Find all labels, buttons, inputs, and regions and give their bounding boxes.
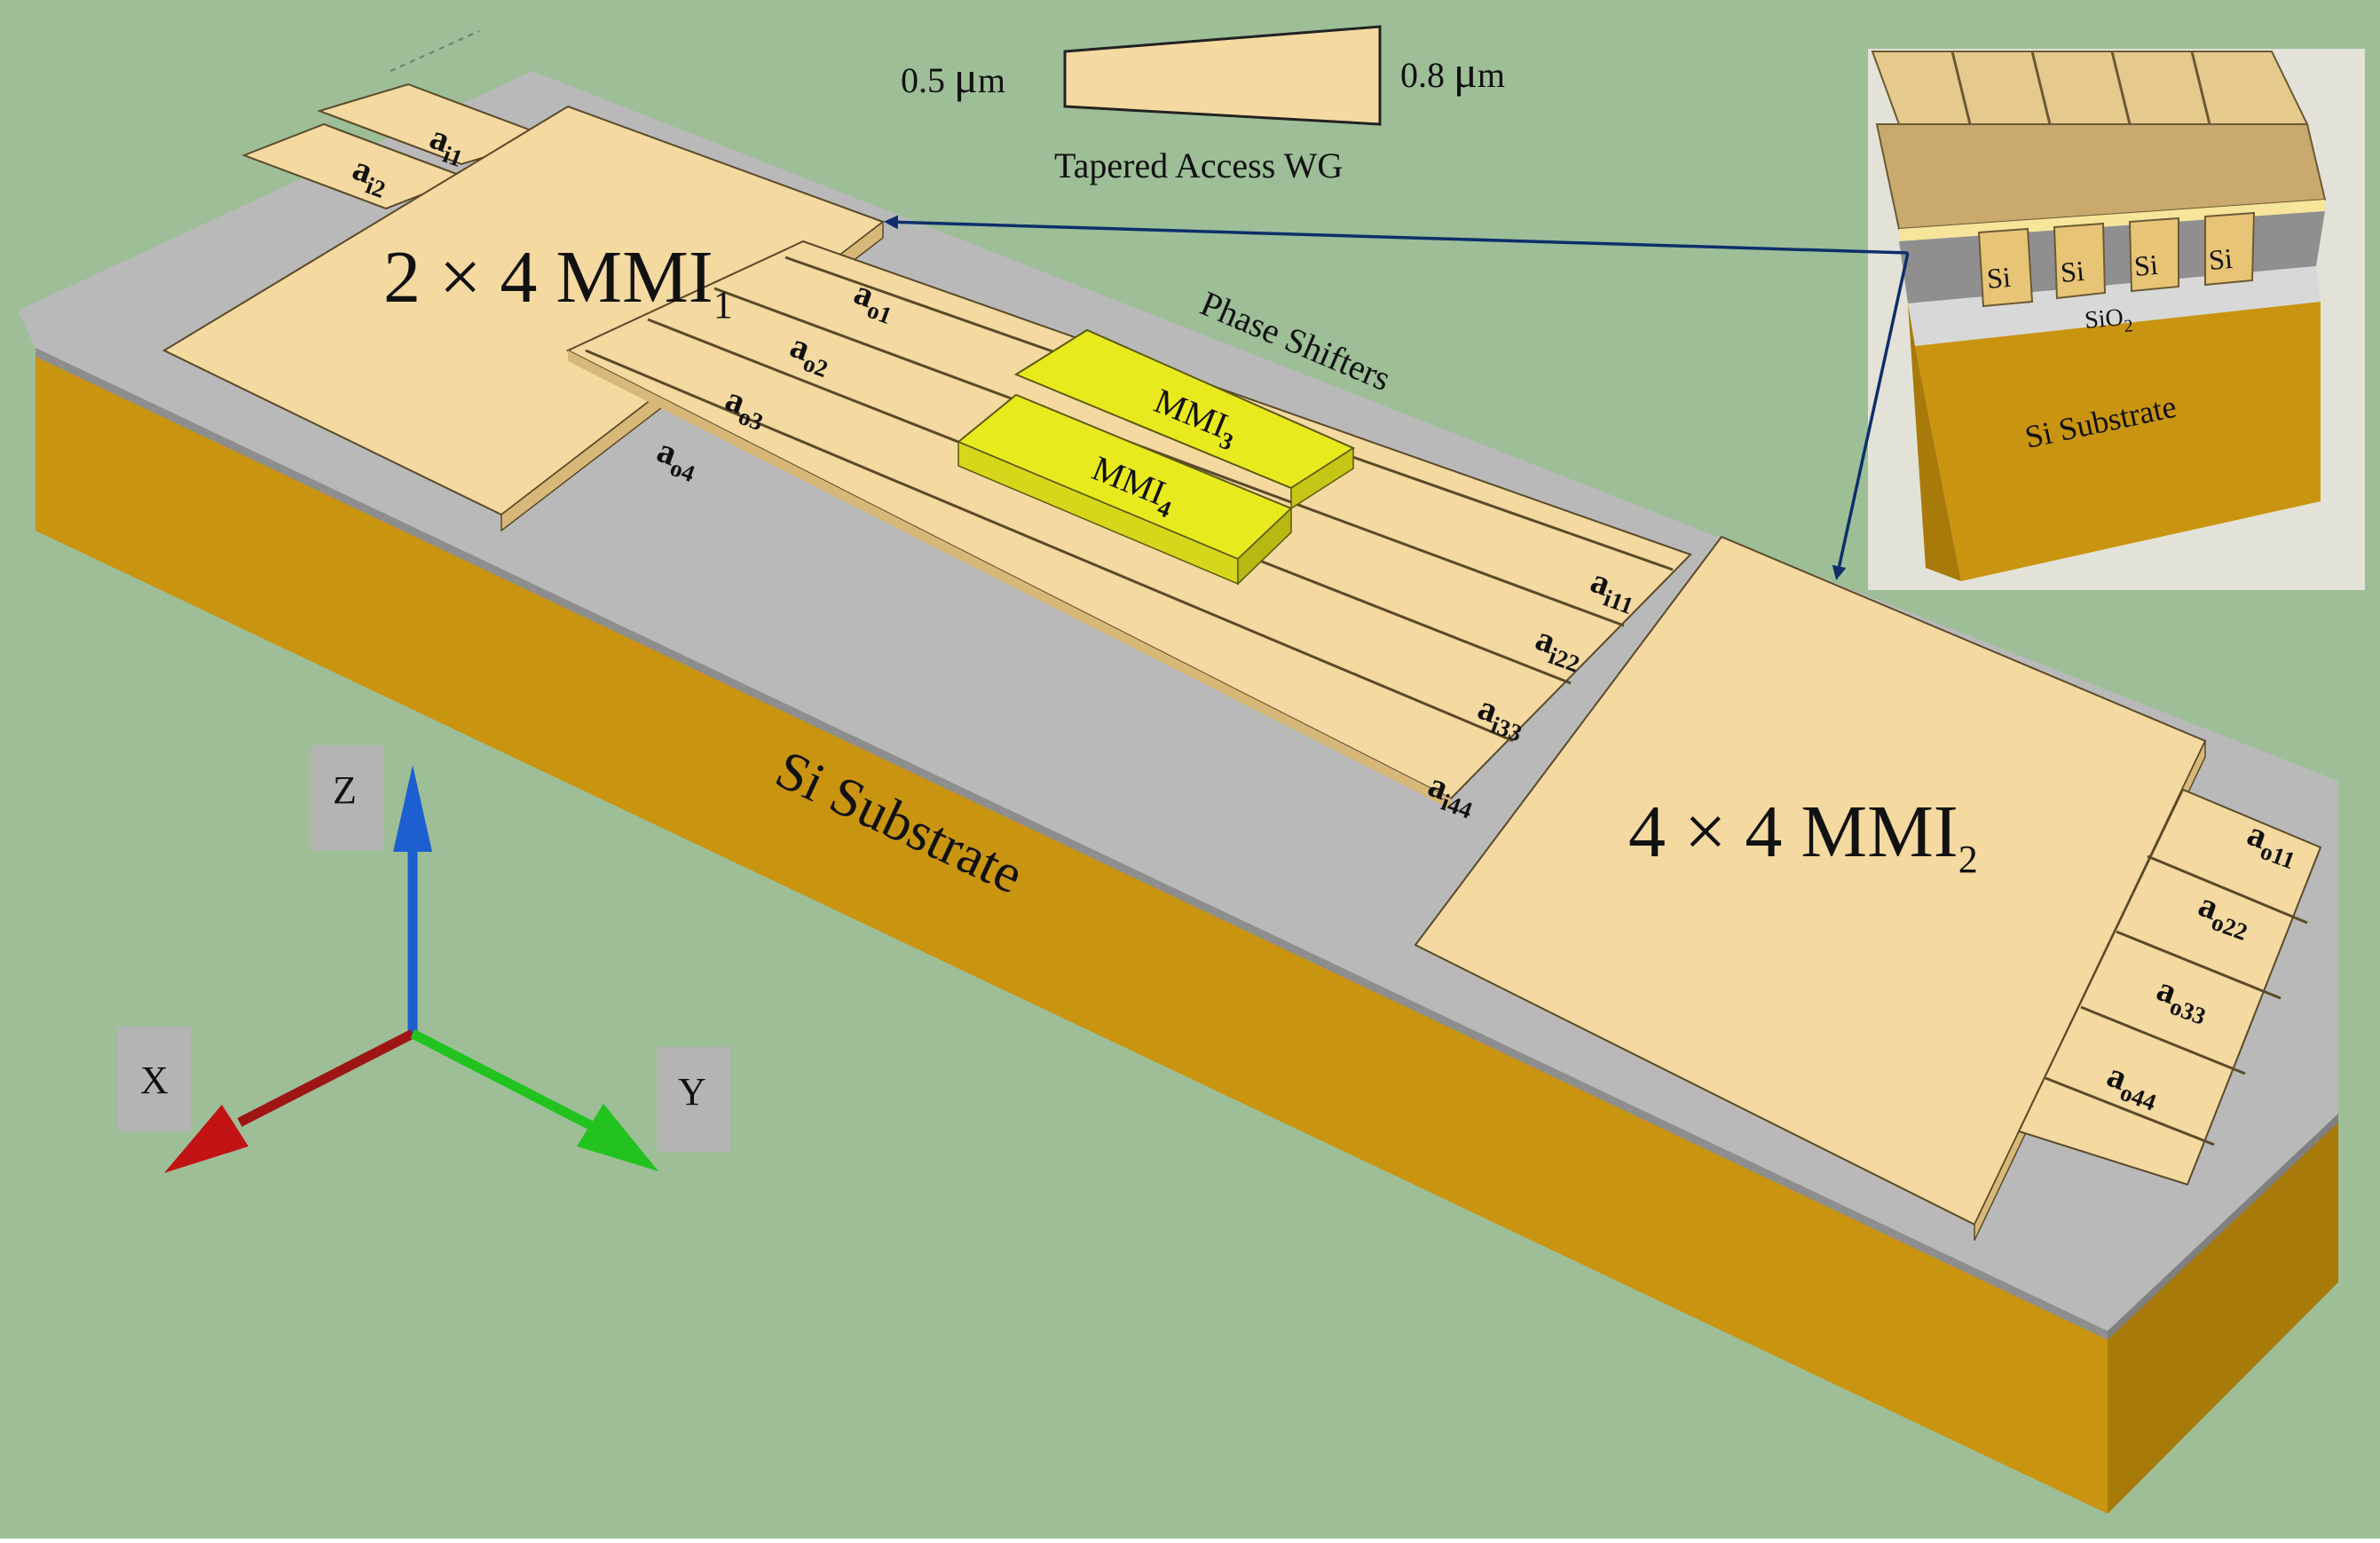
inset-oxide-front <box>1908 266 2321 346</box>
waveguide-divider-4 <box>585 349 1514 743</box>
inset-si-waveguide-1 <box>1977 227 2034 308</box>
y-axis-label: Y <box>678 1070 706 1114</box>
inset-waveguide-line-3 <box>2110 51 2132 125</box>
oxide-right-face <box>2108 1114 2338 1340</box>
inset-si-waveguide-4 <box>2204 211 2256 287</box>
inset-waveguide-line-4 <box>2190 51 2211 125</box>
mmi3-side-face <box>1290 446 1354 510</box>
inset-oxide-label: SiO2 <box>2084 303 2134 340</box>
inset-si-waveguides <box>1977 211 2256 308</box>
inset-si-label-3: Si <box>2132 248 2159 282</box>
waveguide-divider-2 <box>713 287 1625 627</box>
z-axis-head <box>393 765 432 852</box>
inset-si-label-4: Si <box>2207 242 2234 276</box>
inset-si-label-2: Si <box>2059 255 2085 288</box>
substrate-front-face <box>35 348 2108 1514</box>
z-axis-label-box <box>311 745 383 850</box>
coordinate-axes <box>118 745 729 1173</box>
inset-substrate <box>1915 302 2321 581</box>
output-waveguides <box>2017 788 2322 1186</box>
x-axis-label: X <box>140 1059 169 1102</box>
y-axis-shaft <box>410 1029 593 1130</box>
cross-section-inset <box>1868 49 2365 590</box>
arrow-to-mmi2 <box>1832 252 1910 580</box>
y-axis-head <box>577 1104 658 1171</box>
inset-waveguide-line-1 <box>1950 51 1972 125</box>
x-axis-label-box <box>118 1027 191 1131</box>
tapered-access-waveguide <box>1063 25 1382 126</box>
substrate-right-face <box>2108 1114 2338 1514</box>
output-divider-3 <box>2080 1005 2246 1075</box>
arrow-to-mmi1 <box>884 215 1909 255</box>
taper-caption: Tapered Access WG <box>1054 146 1343 185</box>
z-axis-label: Z <box>333 768 357 812</box>
inset-si-waveguide-2 <box>2053 222 2107 300</box>
port-label-i2: ai2 <box>346 147 396 203</box>
output-divider-2 <box>2116 930 2281 1000</box>
mmi4-side-face <box>1237 507 1292 586</box>
port-label-i11: ai11 <box>1584 560 1644 619</box>
oxide-front-face <box>35 348 2108 1340</box>
mmi2-label: 4 × 4 MMI2 <box>1628 791 1978 881</box>
y-axis-label-box <box>657 1047 729 1152</box>
inset-waveguide-line-2 <box>2030 51 2052 125</box>
output-divider-4 <box>2045 1076 2215 1146</box>
waveguide-array-side <box>568 350 1451 809</box>
x-axis-head <box>164 1105 248 1173</box>
inset-waveguide-top <box>1871 51 2309 125</box>
mmi1-label: 2 × 4 MMI1 <box>383 236 733 327</box>
x-axis-shaft <box>237 1029 415 1127</box>
inset-si-waveguide-3 <box>2128 216 2179 293</box>
output-divider-1 <box>2147 854 2308 925</box>
inset-si-label-1: Si <box>1985 261 2012 295</box>
inset-substrate-side <box>1908 303 1961 581</box>
